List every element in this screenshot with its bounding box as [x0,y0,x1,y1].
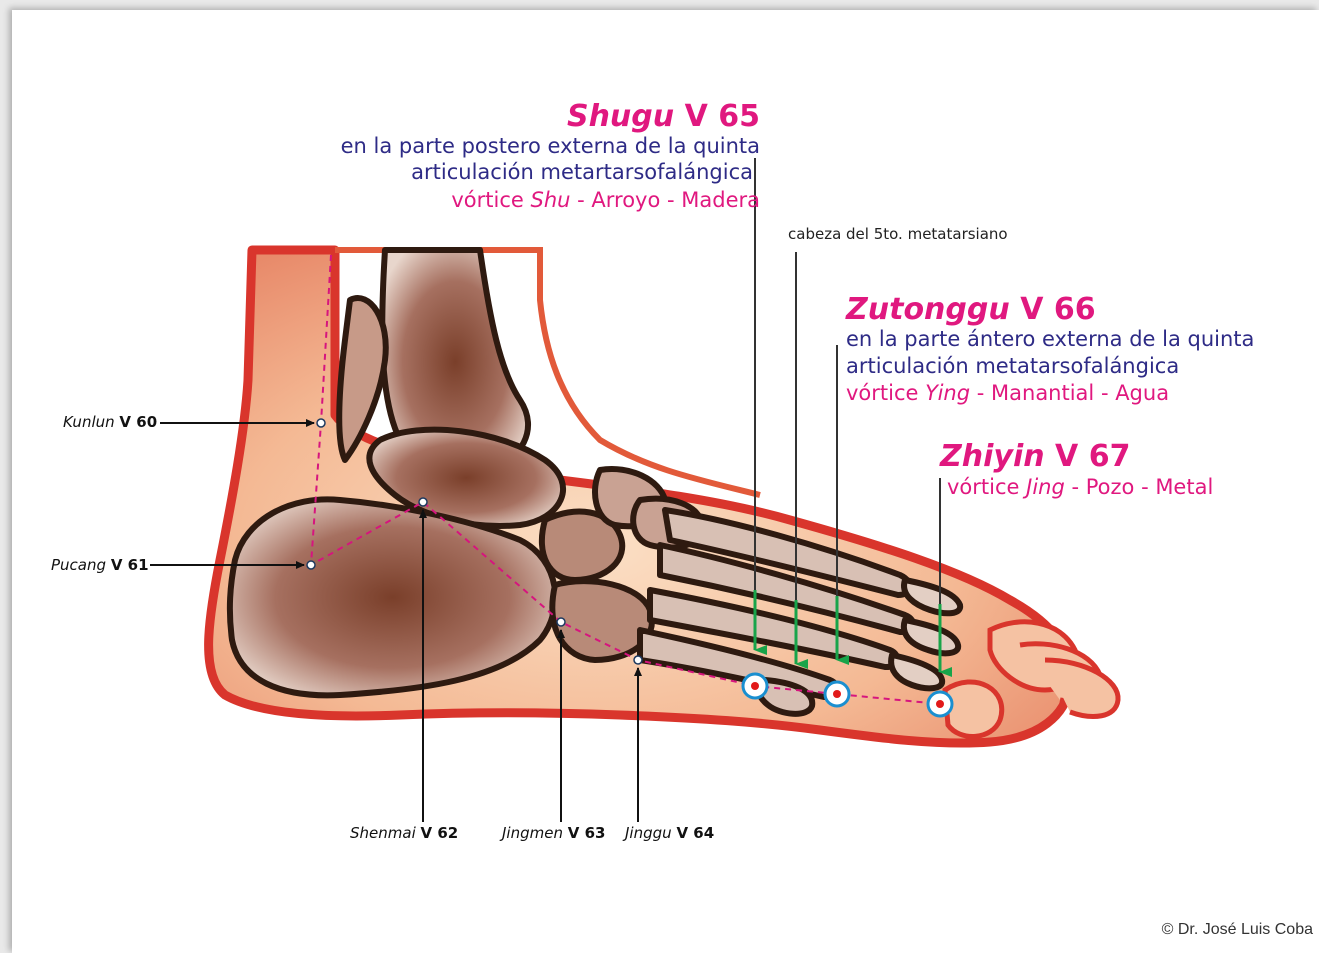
shugu-vortex: vórtice Shu - Arroyo - Madera [451,190,760,211]
jingmen-label: Jingmen V 63 [502,826,605,841]
shugu-title: Shugu V 65 [567,102,760,132]
jinggu-name: Jinggu [625,824,672,842]
shugu-vortex-rest: - Arroyo - Madera [577,188,760,212]
zutonggu-vortex: vórtice Ying - Manantial - Agua [846,383,1169,404]
shenmai-name: Shenmai [350,824,416,842]
target-point-zhiyin [928,692,952,716]
jinggu-code: V 64 [676,824,714,842]
shenmai-label: Shenmai V 62 [350,826,458,841]
point-kunlun [317,419,325,427]
point-pucang [307,561,315,569]
shugu-name: Shugu [567,99,674,134]
shugu-vortex-type: Shu [531,188,571,212]
zutonggu-title: Zutonggu V 66 [846,295,1096,325]
kunlun-label: Kunlun V 60 [63,415,157,430]
point-jingmen [557,618,565,626]
kunlun-name: Kunlun [63,413,115,431]
jinggu-label: Jinggu V 64 [625,826,714,841]
shenmai-code: V 62 [421,824,459,842]
shugu-vortex-prefix: vórtice [451,188,523,212]
metatarsal-annotation: cabeza del 5to. metatarsiano [788,227,1008,242]
jingmen-name: Jingmen [502,824,563,842]
zhiyin-code: V 67 [1055,439,1130,474]
pucang-name: Pucang [51,556,106,574]
diagram-card: Shugu V 65 en la parte postero externa d… [12,10,1319,953]
shugu-desc-1: en la parte postero externa de la quinta [341,136,760,157]
zutonggu-code: V 66 [1020,292,1095,327]
shugu-desc-2: articulación metartarsofalángica [411,162,753,183]
zutonggu-vortex-rest: - Manantial - Agua [977,381,1169,405]
pucang-code: V 61 [111,556,149,574]
pucang-label: Pucang V 61 [51,558,149,573]
copyright-text: © Dr. José Luis Coba [1162,922,1313,938]
zutonggu-name: Zutonggu [846,292,1010,327]
kunlun-code: V 60 [119,413,157,431]
zhiyin-vortex-rest: - Pozo - Metal [1072,475,1214,499]
point-jinggu [634,656,642,664]
zutonggu-vortex-type: Ying [925,381,970,405]
zhiyin-vortex-prefix: vórtice [947,475,1019,499]
zutonggu-desc-1: en la parte ántero externa de la quinta [846,329,1254,350]
target-point-shugu [743,674,767,698]
shugu-code: V 65 [685,99,760,134]
point-shenmai [419,498,427,506]
zhiyin-name: Zhiyin [940,439,1045,474]
zutonggu-desc-2: articulación metatarsofalángica [846,356,1179,377]
jingmen-code: V 63 [568,824,606,842]
zhiyin-title: Zhiyin V 67 [940,442,1130,472]
target-point-zutonggu [825,682,849,706]
zhiyin-vortex: vórtice Jing - Pozo - Metal [947,477,1213,498]
zutonggu-vortex-prefix: vórtice [846,381,918,405]
zhiyin-vortex-type: Jing [1026,475,1065,499]
